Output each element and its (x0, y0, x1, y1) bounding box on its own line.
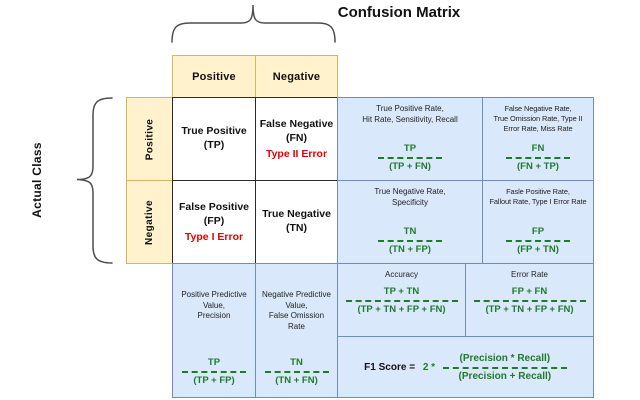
actual-negative-label: Negative (143, 199, 155, 245)
fnr-formula: FN (FN + TP) (506, 143, 570, 172)
f1-denominator: (Precision + Recall) (458, 370, 552, 382)
precision-formula: TP (TP + FP) (182, 357, 246, 386)
false-negative-cell: False Negative (FN) Type II Error (255, 97, 338, 181)
true-positive-cell: True Positive (TP) (172, 97, 256, 181)
type-1-error-label: Type I Error (184, 230, 244, 243)
fraction-bar (506, 157, 570, 159)
actual-negative-header: Negative (126, 180, 173, 264)
fraction-bar (442, 366, 567, 369)
fpr-denominator: (FP + TN) (517, 244, 559, 255)
fnr-metric-label: False Negative Rate, True Omission Rate,… (493, 104, 583, 133)
predicted-negative-label: Negative (272, 70, 321, 83)
accuracy-metric-label: Accuracy (385, 270, 418, 279)
error-rate-numerator: FP + FN (511, 285, 548, 297)
npv-numerator: TN (290, 357, 303, 368)
accuracy-denominator: (TP + TN + FP + FN) (357, 303, 446, 315)
predicted-positive-label: Positive (192, 70, 236, 83)
true-negative-cell: True Negative (TN) (255, 180, 338, 264)
tpr-metric-label: True Positive Rate, Hit Rate, Sensitivit… (362, 104, 458, 124)
fraction-bar (473, 299, 586, 302)
fraction-bar (264, 371, 329, 373)
npv-metric-label: Negative Predictive Value, False Omissio… (262, 290, 331, 331)
f1-numerator: (Precision * Recall) (459, 352, 551, 364)
fnr-metric-cell: False Negative Rate, True Omission Rate,… (482, 97, 594, 181)
tpr-denominator: (TP + FN) (389, 161, 431, 172)
tpr-metric-cell: True Positive Rate, Hit Rate, Sensitivit… (337, 97, 483, 181)
fpr-metric-label: Fasle Positive Rate, Fallout Rate, Type … (489, 187, 587, 206)
true-positive-label: True Positive (TP) (181, 125, 247, 151)
fraction-bar (378, 240, 442, 242)
predicted-positive-header: Positive (172, 55, 256, 98)
tpr-formula: TP (TP + FN) (378, 143, 442, 172)
tnr-metric-cell: True Negative Rate, Specificity TN (TN +… (337, 180, 483, 264)
true-negative-label: True Negative (TN) (262, 208, 331, 234)
fraction-bar (378, 157, 442, 159)
precision-numerator: TP (207, 357, 221, 368)
tnr-denominator: (TN + FP) (389, 244, 431, 255)
actual-class-label: Actual Class (30, 142, 44, 218)
npv-denominator: (TN + FN) (275, 375, 318, 386)
error-rate-metric-label: Error Rate (511, 270, 548, 279)
accuracy-metric-cell: Accuracy TP + TN (TP + TN + FP + FN) (337, 263, 466, 337)
fnr-numerator: FN (531, 143, 545, 154)
f1-score-label: F1 Score = (364, 361, 418, 373)
fpr-numerator: FP (531, 226, 545, 237)
error-rate-metric-cell: Error Rate FP + FN (TP + TN + FP + FN) (465, 263, 594, 337)
false-positive-label: False Positive (FP) (178, 201, 250, 227)
fpr-formula: FP (FP + TN) (506, 226, 570, 255)
accuracy-numerator: TP + TN (383, 285, 420, 297)
type-2-error-label: Type II Error (265, 147, 328, 160)
precision-denominator: (TP + FP) (193, 375, 235, 386)
f1-formula: (Precision * Recall) (Precision + Recall… (442, 352, 567, 382)
npv-metric-cell: Negative Predictive Value, False Omissio… (255, 263, 338, 398)
fpr-metric-cell: Fasle Positive Rate, Fallout Rate, Type … (482, 180, 594, 264)
actual-positive-label: Positive (144, 118, 155, 160)
error-rate-denominator: (TP + TN + FP + FN) (485, 303, 574, 315)
fraction-bar (506, 240, 570, 242)
f1-score-cell: F1 Score = 2 * (Precision * Recall) (Pre… (337, 336, 594, 398)
npv-formula: TN (TN + FN) (264, 357, 329, 386)
tnr-numerator: TN (403, 226, 417, 237)
page-title: Confusion Matrix (337, 4, 461, 21)
fraction-bar (182, 371, 246, 373)
error-rate-formula: FP + FN (TP + TN + FP + FN) (473, 285, 586, 315)
tnr-metric-label: True Negative Rate, Specificity (374, 187, 446, 207)
f1-factor: 2 * (422, 361, 438, 373)
tnr-formula: TN (TN + FP) (378, 226, 442, 255)
tpr-numerator: TP (403, 143, 417, 154)
fnr-denominator: (FN + TP) (517, 161, 559, 172)
fraction-bar (345, 299, 458, 302)
actual-positive-header: Positive (126, 97, 173, 181)
false-negative-label: False Negative (FN) (259, 118, 334, 144)
actual-class-brace (76, 97, 113, 264)
precision-metric-label: Positive Predictive Value, Precision (181, 290, 247, 321)
precision-metric-cell: Positive Predictive Value, Precision TP … (172, 263, 256, 398)
false-positive-cell: False Positive (FP) Type I Error (172, 180, 256, 264)
accuracy-formula: TP + TN (TP + TN + FP + FN) (345, 285, 458, 315)
predicted-negative-header: Negative (255, 55, 338, 98)
